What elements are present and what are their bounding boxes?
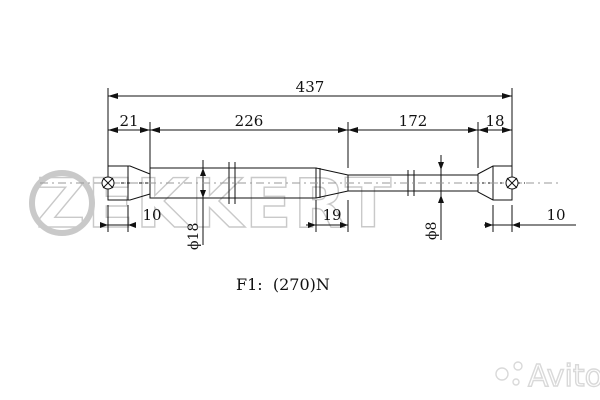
rod-diameter-label: ϕ8 [424,222,440,240]
zekkert-watermark: ZEKKERT [29,164,393,245]
eyelet-holes [101,176,519,190]
right-end-offset-label: 10 [546,206,565,224]
zekkert-watermark-text: ZEKKERT [36,165,393,244]
rod-length-label: 172 [399,112,428,130]
force-label: F1: (270)N [236,275,330,294]
avito-watermark-text: Avito [528,359,600,394]
avito-dots-icon [495,367,509,381]
avito-watermark: Avito [495,358,600,395]
body-end-length-label: 19 [322,206,341,224]
left-end-length-label: 21 [119,112,138,130]
left-end-offset-label: 10 [142,206,161,224]
gas-spring [40,162,560,204]
right-end-length-label: 18 [485,112,504,130]
body-diameter-label: ϕ18 [186,223,202,250]
overall-length-label: 437 [296,78,325,96]
body-length-label: 226 [235,112,264,130]
dimension-arrows [100,93,520,228]
